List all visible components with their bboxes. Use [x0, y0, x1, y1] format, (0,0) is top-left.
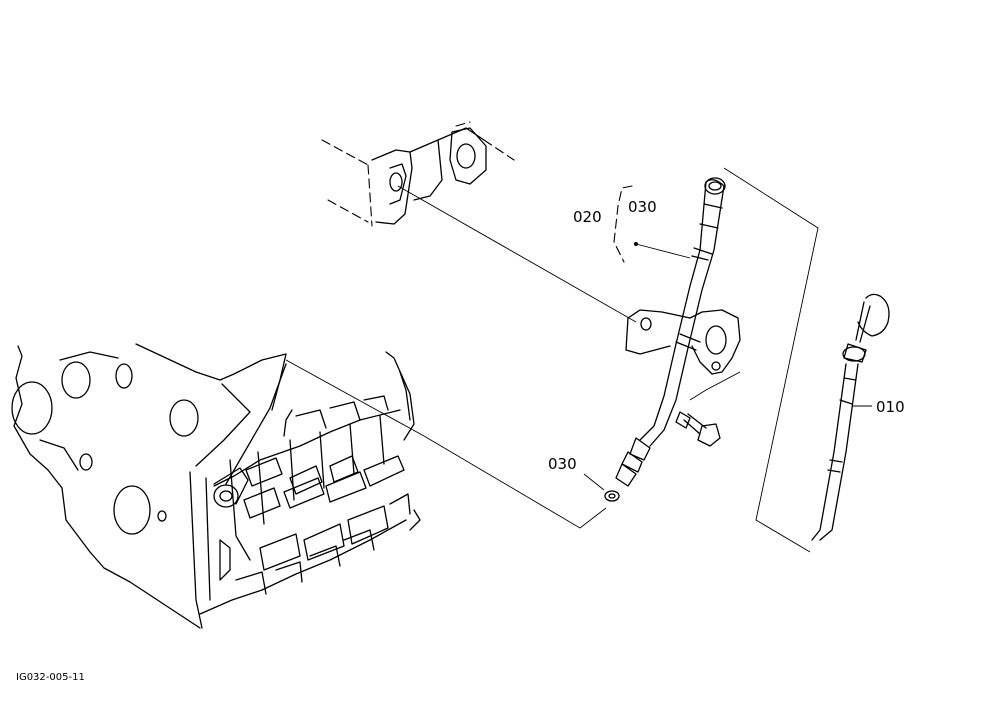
leader-upper-block	[397, 185, 637, 323]
leader-block-hole	[285, 359, 607, 529]
o-ring-lower	[604, 490, 620, 502]
leader-part-020	[635, 243, 691, 259]
mounting-bolt	[675, 411, 721, 447]
lower-engine-block	[11, 343, 421, 629]
oil-dipstick	[811, 293, 890, 541]
part-label-030-bottom: 030	[548, 455, 577, 473]
leader-tube-dipstick	[723, 167, 819, 553]
leader-part-030-lower	[583, 473, 605, 491]
part-label-020: 020	[573, 208, 602, 226]
leader-part-020-dot	[634, 242, 638, 246]
part-label-030-top: 030	[628, 198, 657, 216]
group-brace-020-030	[613, 185, 633, 263]
figure-code: IG032-005-11	[16, 672, 85, 683]
part-label-010: 010	[876, 398, 905, 416]
leader-bracket-bolt	[689, 371, 741, 401]
upper-crankcase-section	[321, 121, 515, 227]
dipstick-guide-tube	[615, 177, 726, 487]
mounting-bracket	[625, 309, 741, 375]
